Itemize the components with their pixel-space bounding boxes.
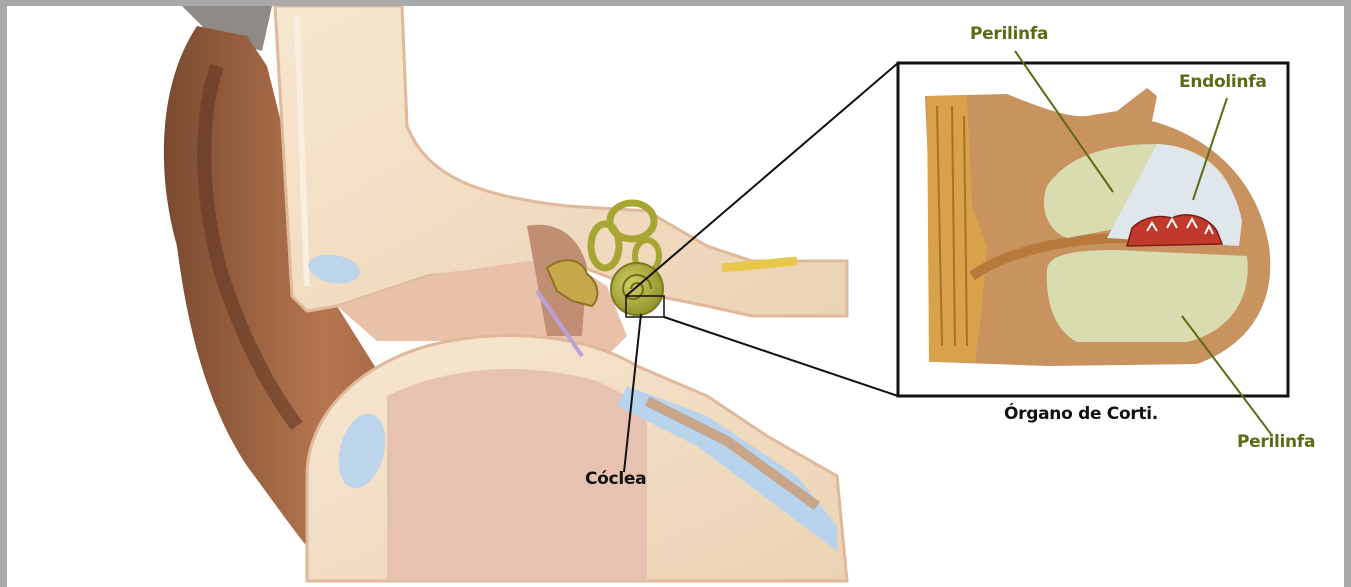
label-perilinfa-top: Perilinfa [970,24,1048,44]
label-perilinfa-bottom: Perilinfa [1237,432,1315,452]
diagram-canvas: Perilinfa Endolinfa Órgano de Corti. Per… [7,6,1344,587]
label-coclea: Cóclea [585,469,646,489]
zoom-line-bottom [664,317,898,396]
label-endolinfa: Endolinfa [1179,72,1267,92]
scala-tympani [1047,250,1248,342]
label-organo-de-corti: Órgano de Corti. [1004,404,1158,424]
ear-illustration [7,6,1344,587]
